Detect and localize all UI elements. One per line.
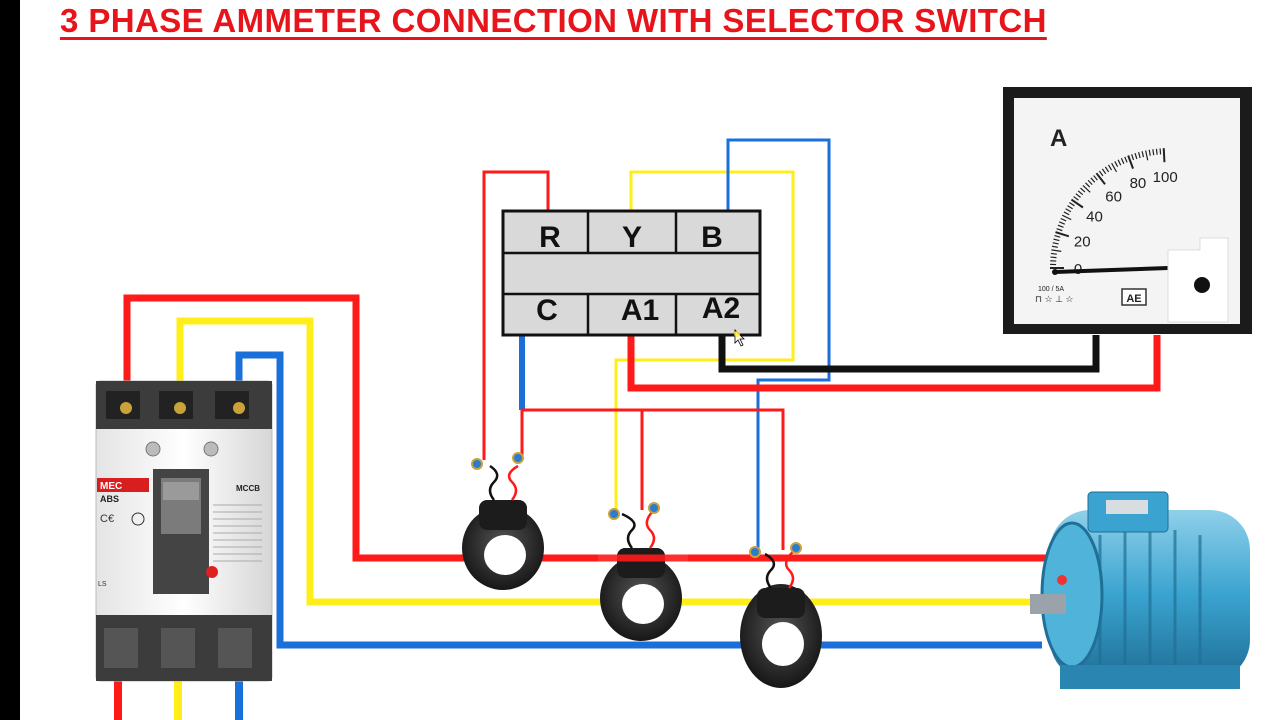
analog-ammeter: A 020406080100 100 / 5A ⊓ ☆ ⊥ ☆ AE	[1003, 87, 1252, 334]
mccb-model: ABS	[100, 494, 119, 504]
mccb-maker: LS	[98, 581, 107, 588]
ammeter-tick	[1141, 151, 1145, 158]
ammeter-tick	[1093, 175, 1098, 181]
ammeter-tick	[1055, 231, 1070, 238]
ammeter-tick	[1051, 249, 1062, 252]
ammeter-tick	[1155, 148, 1158, 155]
switch-terminal-b: B	[701, 221, 723, 254]
mccb-type-label: MCCB	[236, 484, 260, 493]
red-phase-wire	[123, 294, 598, 562]
ammeter-scale-label: 60	[1105, 188, 1122, 205]
ammeter-tick	[1162, 148, 1166, 163]
ammeter-tick	[1127, 155, 1134, 169]
ammeter-tick	[1098, 170, 1104, 177]
ammeter-tick	[1114, 161, 1119, 168]
ammeter-tick	[1107, 164, 1113, 171]
current-transformer-yellow	[600, 502, 682, 641]
ammeter-needle	[1054, 266, 1169, 274]
ammeter-tick	[1063, 211, 1070, 216]
ammeter-tick	[1070, 198, 1084, 209]
ammeter-tick	[1073, 196, 1079, 201]
ammeter-tick	[1057, 224, 1064, 228]
ammeter-tick	[1111, 162, 1118, 173]
ce-mark: C€	[100, 513, 114, 525]
selector-switch: R Y B C A1 A2	[501, 209, 762, 337]
ammeter-scale-label: 80	[1130, 175, 1147, 192]
ammeter-tick	[1104, 166, 1110, 173]
ammeter-tick	[1095, 172, 1106, 185]
ammeter-tick	[1120, 158, 1125, 165]
y-to-ct2-wire	[614, 170, 795, 510]
ammeter-tick	[1050, 252, 1057, 255]
current-transformer-blue	[740, 542, 822, 688]
switch-terminal-a1: A1	[621, 294, 659, 327]
current-transformer-red	[462, 452, 544, 590]
ammeter-tick	[1069, 202, 1075, 207]
ammeter-scale-label: 20	[1074, 233, 1091, 250]
switch-terminal-a2: A2	[702, 292, 740, 325]
zero-adjust-screw	[1194, 277, 1210, 293]
ammeter-tick	[1080, 187, 1086, 193]
ammeter-tick	[1067, 205, 1073, 210]
ammeter-tick	[1145, 150, 1149, 161]
ammeter-small-print: 100 / 5A	[1038, 286, 1064, 293]
ammeter-tick	[1087, 179, 1093, 186]
ammeter-tick	[1137, 152, 1141, 159]
ammeter-tick	[1131, 154, 1135, 161]
ammeter-tick	[1124, 156, 1128, 163]
ct1-to-r-wire	[482, 170, 550, 460]
left-edge-bar	[0, 0, 20, 720]
diagram-title: 3 PHASE AMMETER CONNECTION WITH SELECTOR…	[60, 2, 1047, 39]
ammeter-scale-label: 100	[1153, 169, 1178, 186]
b-to-ct3-wire	[726, 138, 831, 552]
ammeter-tick	[1050, 256, 1057, 259]
ammeter-tick	[1053, 238, 1060, 242]
ammeter-tick	[1085, 182, 1091, 188]
ammeter-scale-label: 40	[1086, 208, 1103, 225]
ammeter-tick	[1117, 159, 1122, 166]
ammeter-tick	[1082, 184, 1091, 193]
ammeter-tick	[1054, 235, 1061, 238]
switch-terminal-r: R	[539, 221, 561, 254]
ammeter-scale-ticks	[1050, 148, 1166, 269]
blue-phase-wire	[235, 351, 1042, 649]
ammeter-tick	[1065, 208, 1072, 213]
ammeter-tick	[1101, 168, 1107, 175]
ammeter-tick	[1052, 242, 1059, 245]
ammeter-unit-label: A	[1050, 125, 1067, 152]
ammeter-tick	[1148, 149, 1151, 156]
ammeter-tick	[1075, 193, 1081, 198]
ammeter-symbols: ⊓ ☆ ⊥ ☆	[1035, 294, 1074, 304]
yellow-phase-wire	[176, 317, 1038, 606]
ammeter-tick	[1061, 214, 1072, 221]
ammeter-tick	[1059, 221, 1066, 225]
ammeter-tick	[1077, 190, 1084, 196]
switch-terminal-c: C	[536, 294, 558, 327]
mccb-breaker: MEC ABS MCCB C€ LS	[95, 380, 273, 682]
ammeter-brand: AE	[1126, 293, 1141, 305]
wires	[114, 138, 1161, 720]
ammeter-tick	[1051, 245, 1058, 248]
three-phase-motor	[1030, 491, 1250, 689]
switch-terminal-y: Y	[622, 221, 642, 254]
mccb-brand-logo: MEC	[100, 481, 122, 492]
ammeter-tick	[1152, 149, 1155, 156]
ammeter-tick	[1134, 153, 1138, 160]
ammeter-tick	[1090, 177, 1096, 183]
ammeter-tick	[1060, 217, 1067, 222]
a2-to-ammeter-wire	[718, 335, 1100, 373]
ammeter-tick	[1056, 228, 1063, 232]
common-bus-wire	[522, 408, 785, 550]
a1-to-ammeter-wire	[627, 335, 1161, 392]
